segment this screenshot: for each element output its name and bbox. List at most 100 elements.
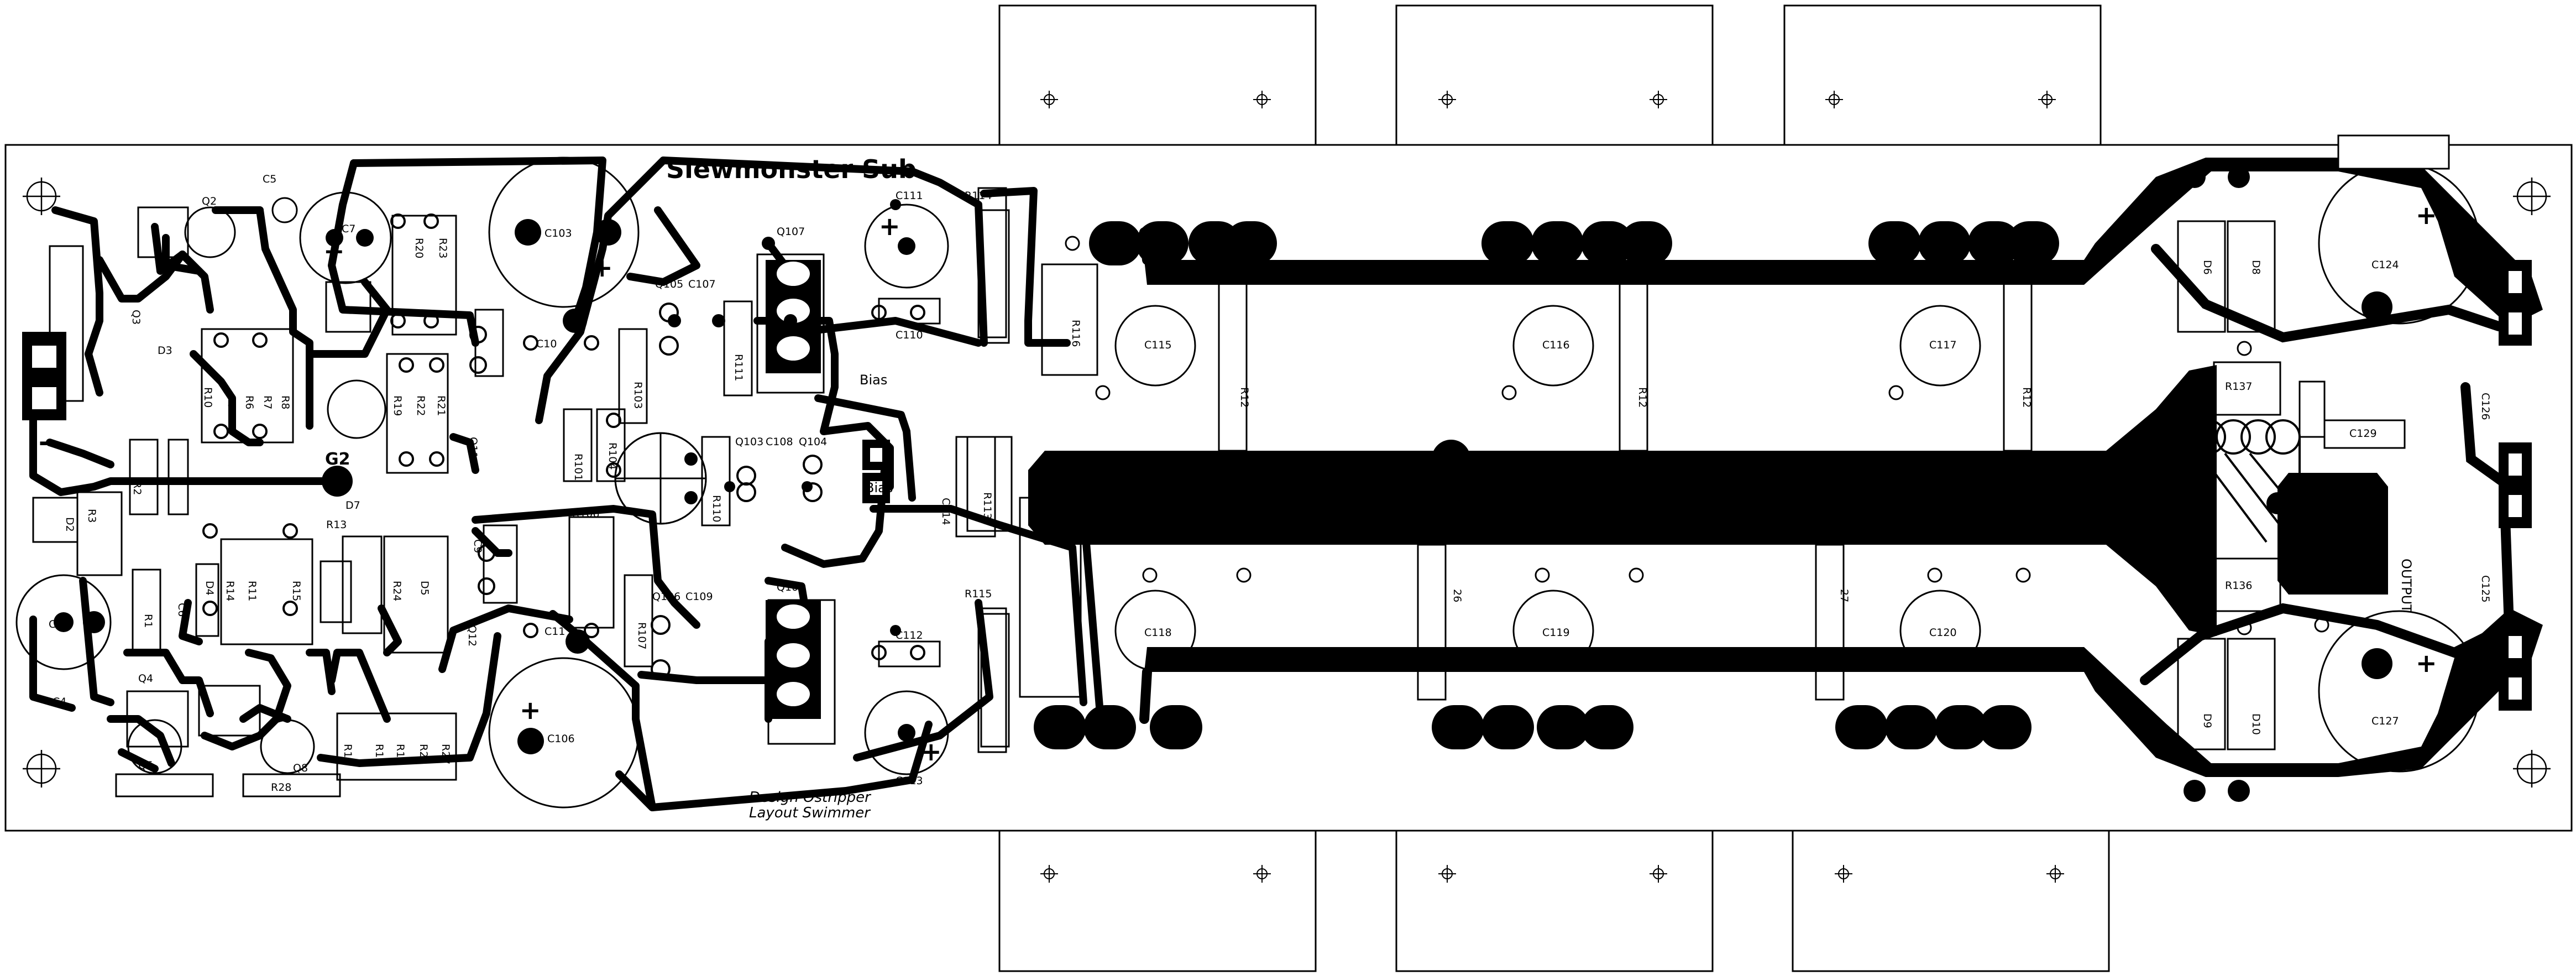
open-pads	[202, 213, 925, 679]
ref-label-d10: D10	[2250, 713, 2262, 735]
ref-label-d2: D2	[64, 517, 76, 532]
ref-label-c110: C110	[896, 329, 923, 341]
ref-label-r10: R10	[202, 387, 214, 408]
ref-label-r3: R3	[86, 509, 98, 523]
bias-label-bottom: Bias	[865, 480, 893, 496]
ref-label-r6: R6	[243, 395, 255, 409]
ref-label-r106: R106	[572, 508, 599, 520]
ref-label-q104: Q104	[799, 436, 827, 448]
ref-label-r24: R24	[391, 581, 403, 601]
output-rail	[1028, 365, 2217, 636]
ref-label-q105: Q105	[655, 278, 683, 290]
ref-label-c106: C106	[547, 733, 575, 745]
ref-label-r116: R116	[1070, 320, 1082, 347]
ref-label-c125: C125	[2479, 575, 2491, 603]
ref-label-c112: C112	[896, 629, 923, 642]
ref-label-c3: C3	[49, 618, 62, 630]
ref-label-r16: R16	[342, 744, 354, 764]
ref-label-c5: C5	[263, 173, 276, 185]
ref-label-c4: C4	[53, 696, 66, 708]
ref-label-q4: Q4	[138, 672, 153, 685]
ref-label-q2: Q2	[202, 195, 217, 207]
ref-label-q3: Q3	[130, 310, 142, 325]
ref-label-c119: C119	[1542, 627, 1570, 639]
ref-label-r2: R2	[131, 481, 143, 495]
ref-label-r136: R136	[2225, 580, 2252, 592]
ref-label-r13: R13	[326, 519, 347, 531]
ref-label-r110: R110	[710, 495, 722, 522]
top-power-rail	[1144, 158, 2543, 326]
ref-label-c109: C109	[685, 591, 713, 603]
plus-sign: +	[323, 236, 345, 266]
plus-sign: +	[520, 695, 541, 725]
bias-trimmer	[614, 432, 707, 525]
ref-label-c127: C127	[2371, 715, 2399, 727]
ref-label-c111: C111	[896, 190, 923, 202]
ref-label-c117: C117	[1929, 339, 1957, 351]
ref-label-d8: D8	[2250, 260, 2262, 275]
ref-label-r28: R28	[271, 781, 291, 794]
g2-label: G2	[325, 450, 350, 469]
ref-label-r137: R137	[2225, 380, 2252, 393]
ref-label-d3: D3	[158, 345, 172, 357]
ref-label-c11: C11	[544, 625, 565, 638]
ref-label-q106: Q106	[652, 591, 680, 603]
ref-label-r21: R21	[435, 395, 447, 416]
credit-design: Design Ostripper	[749, 789, 872, 806]
ref-label-c120: C120	[1929, 627, 1957, 639]
ref-label-q103: Q103	[735, 436, 763, 448]
plus-sign: +	[879, 211, 900, 241]
ref-label-d7: D7	[345, 499, 360, 512]
ref-label-r8: R8	[279, 395, 291, 409]
ref-label-r26: R26	[417, 744, 430, 764]
ref-label-r19: R19	[391, 395, 404, 416]
output-label: OUTPUT	[2399, 559, 2414, 613]
ref-label-c115: C115	[1144, 339, 1172, 351]
heatsink-marks	[1040, 91, 2064, 883]
output-stage-components	[955, 209, 2406, 750]
ref-label-r22: R22	[415, 395, 427, 416]
ref-label-d5: D5	[418, 581, 431, 596]
minus-sign: -	[39, 427, 49, 457]
output-inductor	[2191, 419, 2301, 543]
ref-label-r107: R107	[636, 622, 648, 649]
ref-label-c10: C10	[536, 338, 557, 350]
small-pads	[1065, 236, 2329, 635]
ref-label-q11: Q11	[467, 437, 479, 458]
board-text: Slewmonster Sub Design Ostripper Layout …	[39, 154, 2437, 821]
ref-label-d6: D6	[2201, 260, 2213, 275]
ref-label-r5: R5	[226, 395, 238, 409]
ref-label-r12: R12	[1636, 387, 1648, 408]
ref-label-r18: R18	[373, 744, 385, 764]
output-tab	[2277, 473, 2388, 595]
mounting-holes	[23, 178, 2551, 788]
ref-label-c114: C114	[940, 498, 952, 525]
ref-label-r114: R114	[965, 190, 992, 202]
output-pads	[1034, 166, 2392, 802]
ref-label-r101: R101	[572, 453, 584, 481]
ref-label-c6: C6	[176, 603, 188, 617]
ref-label-c103: C103	[544, 227, 572, 239]
ref-label-c107: C107	[688, 278, 716, 290]
ref-label-c108: C108	[766, 436, 793, 448]
ref-label-c129: C129	[2349, 427, 2377, 440]
plus-sign: +	[920, 737, 942, 767]
ref-label-r113: R113	[981, 492, 993, 519]
ref-label-r7: R7	[261, 395, 274, 409]
ref-label-q8: Q8	[293, 762, 308, 774]
ref-label-r15: R15	[290, 581, 302, 601]
control-pads	[54, 199, 915, 754]
ref-label-c126: C126	[2479, 393, 2491, 420]
ref-label-r23: R23	[437, 238, 449, 258]
ref-label-d9: D9	[2201, 713, 2213, 728]
ref-label-q5: Q5	[138, 759, 153, 771]
ref-label-r115: R115	[965, 588, 992, 600]
ref-label-c9: C9	[472, 539, 484, 553]
ref-label-q108: Q108	[777, 581, 805, 593]
plus-sign: +	[591, 253, 613, 283]
ref-label-c124: C124	[2371, 259, 2399, 271]
credit-layout: Layout Swimmer	[749, 805, 871, 821]
ref-label-r12: R12	[1238, 387, 1250, 408]
ref-label-r27: R27	[439, 744, 452, 764]
